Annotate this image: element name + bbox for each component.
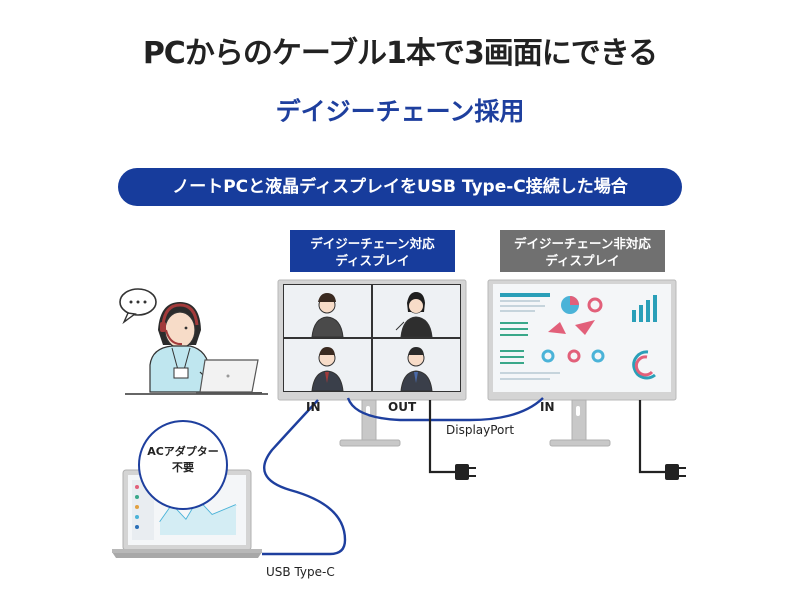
ac-adapter-badge: ACアダプター 不要 xyxy=(138,420,228,510)
compatible-monitor xyxy=(277,279,467,447)
compatible-label-line2: ディスプレイ xyxy=(335,253,410,268)
ac-badge-line2: 不要 xyxy=(172,461,194,474)
displayport-caption: DisplayPort xyxy=(446,423,515,437)
port-in-left: IN xyxy=(306,400,321,414)
compatible-display-label: デイジーチェーン対応 ディスプレイ xyxy=(290,230,455,272)
noncompatible-label-line1: デイジーチェーン非対応 xyxy=(514,236,651,251)
noncompatible-monitor xyxy=(487,279,677,447)
usbc-caption: USB Type-C xyxy=(266,565,335,579)
scenario-banner: ノートPCと液晶ディスプレイをUSB Type-C接続した場合 xyxy=(118,168,682,206)
compatible-label-line1: デイジーチェーン対応 xyxy=(310,236,435,251)
page-subtitle: デイジーチェーン採用 xyxy=(275,97,525,126)
ac-badge-line1: ACアダプター xyxy=(147,445,219,458)
noncompatible-label-line2: ディスプレイ xyxy=(545,253,620,268)
cables xyxy=(262,397,686,556)
operator-illustration xyxy=(119,288,268,395)
page-title: PCからのケーブル1本で3画面にできる xyxy=(142,36,658,71)
port-in-right: IN xyxy=(540,400,555,414)
noncompatible-display-label: デイジーチェーン非対応 ディスプレイ xyxy=(500,230,665,272)
port-out: OUT xyxy=(388,400,417,414)
